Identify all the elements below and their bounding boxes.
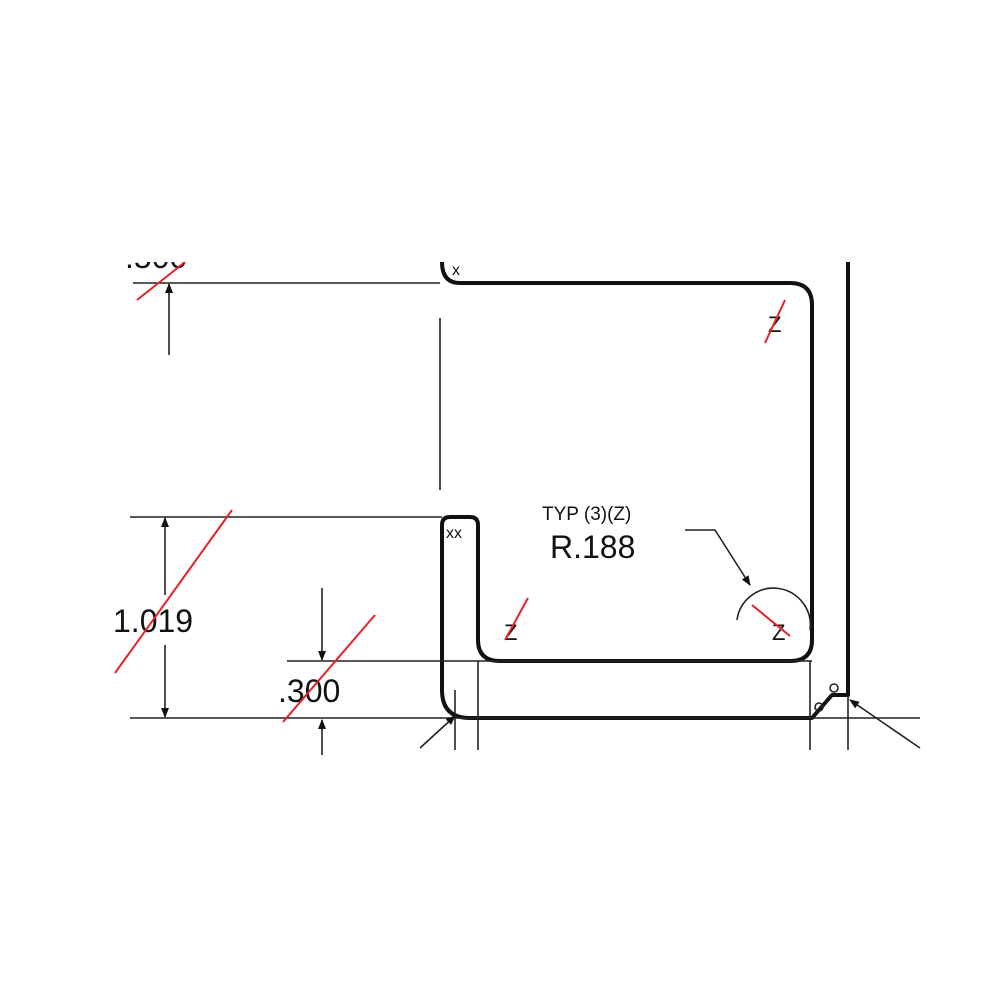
red-strike	[114, 509, 233, 674]
radius-note: R.188	[550, 529, 635, 565]
small-circle-marker	[829, 683, 839, 693]
radius-leader	[685, 529, 751, 586]
red-strike	[751, 604, 791, 637]
bend-leader-left	[419, 715, 456, 749]
chamfer-leader-right	[849, 699, 921, 749]
mark-z-corner: Z	[772, 620, 785, 645]
red-strike-marks	[114, 262, 791, 723]
typ-note: TYP (3)(Z)	[542, 504, 631, 525]
mark-xx: xx	[446, 525, 462, 542]
red-strike	[136, 262, 186, 301]
dimension-lines	[161, 283, 921, 755]
radius-arc	[736, 587, 812, 631]
top-dimension-label: .500	[125, 239, 187, 275]
extension-lines	[130, 282, 920, 750]
red-strike	[764, 299, 786, 344]
part-outline	[440, 262, 850, 720]
red-strike	[504, 597, 529, 641]
red-strike	[282, 614, 376, 723]
mark-x: x	[452, 262, 460, 279]
mark-z-inner: Z	[504, 620, 517, 645]
small-circle-marker	[814, 702, 824, 712]
